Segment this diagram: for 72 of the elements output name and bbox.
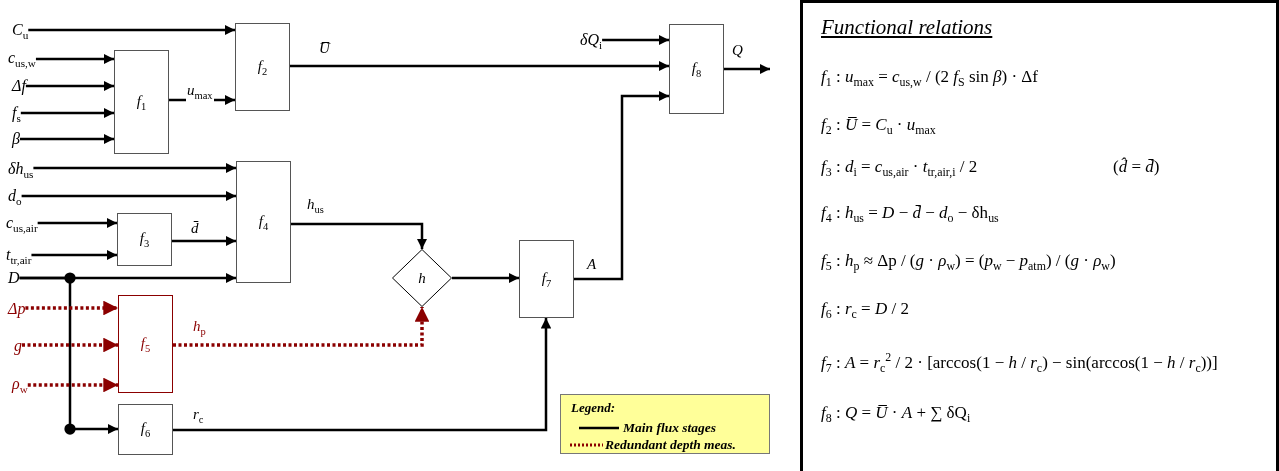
input-variable: C$_{u}$ [12, 20, 29, 46]
formula: f$_{7}$ : A = r$_{c}$$^{2}$ / 2 · [arccos(1 − h / r$_{c}$) − sin(arccos(1 − h / r$_{c}$))] [821, 349, 1218, 378]
formula: f$_{1}$ : u$_{max}$ = c$_{us,w}$ / (2 f$_{S}$ sin β) · Δf [821, 66, 1038, 92]
function-box [118, 404, 173, 455]
arrow [602, 34, 669, 46]
arrow [291, 222, 428, 249]
function-box [114, 50, 169, 154]
edge-label: h$_{p}$ [192, 318, 207, 340]
legend-title: Legend: [571, 400, 616, 416]
formula: f$_{3}$ : d$_{i}$ = c$_{us,air}$ · t$_{tr,air,i}$ / 2 [821, 156, 978, 182]
input-variable: D [8, 268, 20, 288]
input-variable: Δf [12, 76, 26, 96]
function-box [669, 24, 724, 114]
function-box [118, 295, 173, 393]
function-box [235, 23, 290, 111]
arrow [33, 162, 236, 174]
arrow [290, 60, 669, 72]
variable-label: h [418, 269, 426, 287]
formula: f$_{4}$ : h$_{us}$ = D − d̄ − d$_{o}$ − δh$_{us}$ [821, 202, 999, 228]
arrow [37, 217, 117, 229]
input-variable: ρ$_{w}$ [12, 374, 28, 400]
formula-note: (d̂ = d̄) [1113, 156, 1160, 178]
edge-label: U̅ [318, 40, 331, 56]
function-label: f$_{3}$ [139, 230, 150, 249]
panel-title: Functional relations [821, 15, 993, 40]
legend-text: Main flux stages [623, 420, 717, 436]
arrow [173, 307, 430, 347]
edge-label: Q [731, 42, 744, 58]
edge-label: A [586, 256, 598, 272]
input-variable: f$_{s}$ [12, 103, 21, 129]
function-label: f$_{4}$ [258, 212, 269, 232]
input-variable: δQ$_{i}$ [580, 30, 603, 56]
arrow [31, 249, 117, 261]
arrow [172, 235, 236, 247]
input-variable: δh$_{us}$ [8, 159, 34, 185]
arrow [28, 24, 235, 36]
arrow [25, 300, 118, 316]
function-label: f$_{7}$ [541, 269, 552, 289]
formula: f$_{8}$ : Q = U̅ · A + ∑ δQ$_{i}$ [821, 402, 971, 428]
arrow [452, 272, 519, 284]
input-variable: g [14, 336, 22, 356]
function-label: f$_{6}$ [140, 420, 151, 439]
arrow [25, 80, 114, 92]
arrow [21, 190, 236, 202]
arrow [19, 133, 114, 145]
input-variable: c$_{us,air}$ [6, 213, 38, 239]
arrow [22, 337, 118, 353]
formula: f$_{5}$ : h$_{p}$ ≈ Δp / (g · ρ$_{w}$) = (p$_{w}$ − p$_{atm}$) / (g · ρ$_{w}$) [821, 250, 1116, 276]
function-label: f$_{5}$ [140, 334, 151, 354]
input-variable: c$_{us,w}$ [8, 48, 36, 74]
decision-diamond [392, 249, 452, 307]
function-box [117, 213, 172, 266]
function-box [236, 161, 291, 283]
arrow [19, 272, 118, 435]
legend-text: Redundant depth meas. [605, 437, 736, 453]
function-label: f$_{8}$ [691, 59, 702, 79]
arrow [724, 63, 770, 75]
arrow [173, 318, 552, 432]
input-variable: β [12, 129, 20, 149]
arrow [27, 377, 118, 393]
input-variable: Δp [8, 299, 26, 319]
edge-label: d̄ [190, 220, 200, 236]
function-box [519, 240, 574, 318]
arrow [20, 107, 114, 119]
function-label: f$_{2}$ [257, 57, 268, 77]
input-variable: t$_{tr,air}$ [6, 245, 32, 271]
arrow [574, 90, 669, 281]
arrow [35, 53, 114, 65]
function-label: f$_{1}$ [136, 92, 147, 112]
formula: f$_{2}$ : U̅ = C$_{u}$ · u$_{max}$ [821, 114, 936, 140]
input-variable: d$_{o}$ [8, 186, 22, 212]
formula: f$_{6}$ : r$_{c}$ = D / 2 [821, 298, 909, 324]
